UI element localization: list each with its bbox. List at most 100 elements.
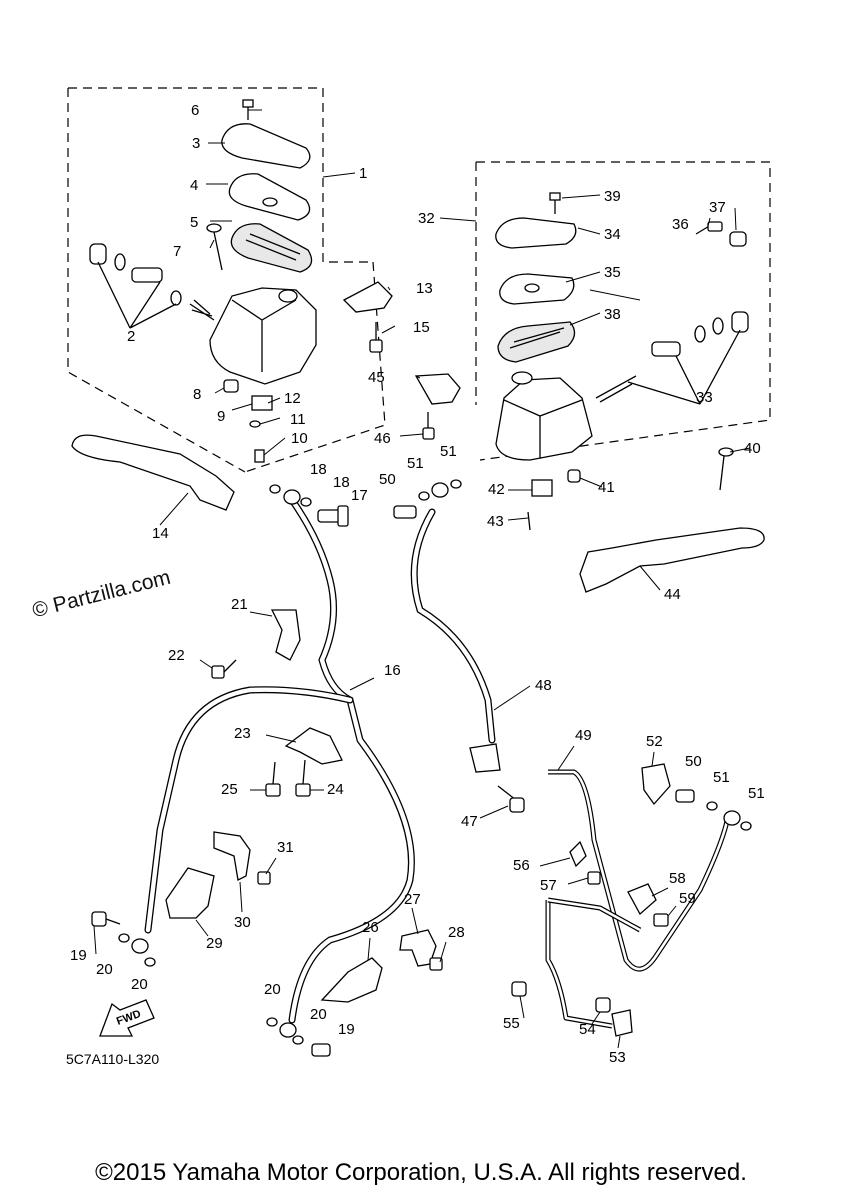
part-label: 20 [264,981,281,998]
master-cylinder-body-right [495,377,593,461]
nut-41 [567,469,581,483]
part-label: 18 [310,461,327,478]
bolt-47 [497,785,525,813]
bracket-29 [165,867,215,919]
part-label: 20 [310,1006,327,1023]
part-label: 23 [234,725,251,742]
part-label: 50 [685,753,702,770]
part-label: 40 [744,440,761,457]
washer-20a [118,933,130,943]
brake-lever-44 [579,527,765,593]
part-label: 41 [598,479,615,496]
washer-51c [706,801,718,811]
part-label: 22 [168,647,185,664]
screw-39 [549,192,561,214]
clamp-53 [611,1009,633,1037]
piston-kit-2 [89,243,215,329]
part-label: 35 [604,264,621,281]
part-label: 45 [368,369,385,386]
part-labels: 6 3 4 5 1 7 2 13 15 8 9 12 11 10 18 18 1… [70,102,765,1066]
washer-20c [266,1017,278,1027]
part-label: 51 [440,443,457,460]
washer-20b [144,957,156,967]
part-label: 55 [503,1015,520,1032]
reservoir-cap-3 [221,123,311,169]
part-label: 11 [290,411,306,428]
left-master-cylinder-group [71,99,396,526]
part-label: 56 [513,857,530,874]
part-label: 29 [206,935,223,952]
part-label: 18 [333,474,350,491]
brake-lever-14 [71,434,235,511]
part-label: 44 [664,586,681,603]
part-label: 37 [709,199,726,216]
screw-6 [242,99,254,120]
part-label: 47 [461,813,478,830]
bolt-55 [511,981,527,997]
part-label: 7 [173,243,181,260]
banjo-left [283,489,301,505]
banjo-right-lower [723,810,741,826]
bolt-46 [422,412,435,440]
copyright-notice: ©2015 Yamaha Motor Corporation, U.S.A. A… [95,1159,747,1186]
fwd-arrow-icon: FWD [99,999,155,1037]
part-label: 25 [221,781,238,798]
bracket-26 [320,957,383,1003]
holder-13 [342,281,393,313]
part-label: 42 [488,481,505,498]
part-label: 27 [404,891,421,908]
part-label: 50 [379,471,396,488]
banjo-19-right [279,1022,297,1038]
part-label: 32 [418,210,435,227]
banjo-bolt-50a [393,505,417,519]
washer-18b [300,497,312,507]
part-label: 48 [535,677,552,694]
right-assembly-outline [475,161,771,461]
part-label: 31 [277,839,294,856]
bolt-57 [587,871,601,885]
part-label: 34 [604,226,621,243]
clamp-27 [399,929,437,967]
bolt-19b [311,1043,331,1057]
banjo-19-lower [131,938,149,954]
clamp-30 [213,831,251,881]
bolt-59 [653,913,669,927]
part-label: 8 [193,386,201,403]
part-label: 58 [669,870,686,887]
bolt-54 [595,997,611,1013]
joint-47a [469,743,501,773]
washer-18a [269,484,281,494]
part-label: 59 [679,890,696,907]
part-label: 5 [190,214,198,231]
part-label: 3 [192,135,200,152]
screw-43 [527,511,531,531]
guide-23 [284,727,343,765]
clamp-56 [569,840,587,868]
bolt-15 [369,322,383,353]
washer-51d [740,821,752,831]
switch-9 [251,395,273,411]
part-label: 1 [359,165,367,182]
part-label: 14 [152,525,169,542]
screw-7 [206,223,223,271]
diaphragm-5 [230,223,313,273]
diaphragm-38 [497,321,576,363]
clip-11 [249,420,261,428]
part-label: 57 [540,877,557,894]
part-label: 12 [284,390,301,407]
banjo-right [431,482,449,498]
part-label: 51 [713,769,730,786]
switch-42 [531,479,553,497]
part-label: 6 [191,102,199,119]
brake-hoses [144,496,731,1029]
part-label: 24 [327,781,344,798]
part-label: 30 [234,914,251,931]
bolt-25 [265,761,281,797]
clamp-58 [627,883,657,916]
left-assembly-outline [67,87,386,473]
part-label: 53 [609,1049,626,1066]
part-label: 54 [579,1021,596,1038]
part-label: 9 [217,408,225,425]
clamp-52 [641,763,671,806]
